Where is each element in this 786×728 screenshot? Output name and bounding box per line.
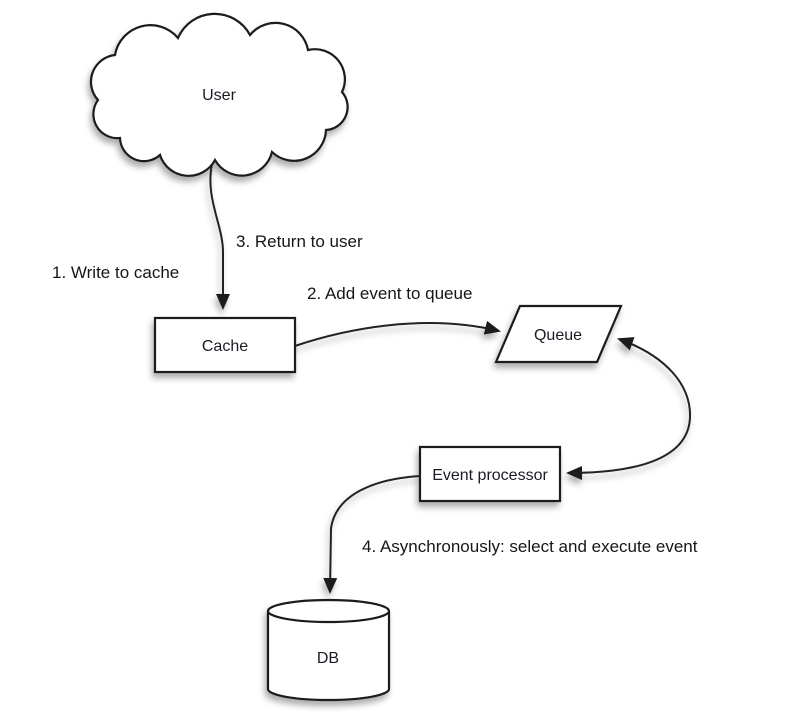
edge-queue-event-processor <box>566 337 692 480</box>
edge-cache-to-queue <box>294 320 501 347</box>
node-db-cylinder <box>266 598 391 702</box>
db-cylinder-top <box>266 598 391 624</box>
node-user-label: User <box>202 87 236 104</box>
node-db-label: DB <box>317 650 339 667</box>
annotation-step1-write-to-cache: 1. Write to cache <box>52 263 179 282</box>
node-event-processor-label: Event processor <box>432 467 548 484</box>
annotation-step4-async-select-execute: 4. Asynchronously: select and execute ev… <box>362 537 698 556</box>
diagram-shapes-group <box>89 12 692 702</box>
node-event-processor-box <box>418 445 562 503</box>
diagram-labels-group: User Cache Queue Event processor DB 1. W… <box>52 87 698 667</box>
node-cache-label: Cache <box>202 338 248 355</box>
edge-user-to-cache <box>209 163 230 310</box>
db-cylinder-body <box>266 611 391 702</box>
node-queue-label: Queue <box>534 327 582 344</box>
annotation-step3-return-to-user: 3. Return to user <box>236 232 363 251</box>
annotation-step2-add-event-to-queue: 2. Add event to queue <box>307 284 472 303</box>
node-user-cloud <box>89 12 349 177</box>
edge-event-processor-to-db <box>323 475 421 594</box>
